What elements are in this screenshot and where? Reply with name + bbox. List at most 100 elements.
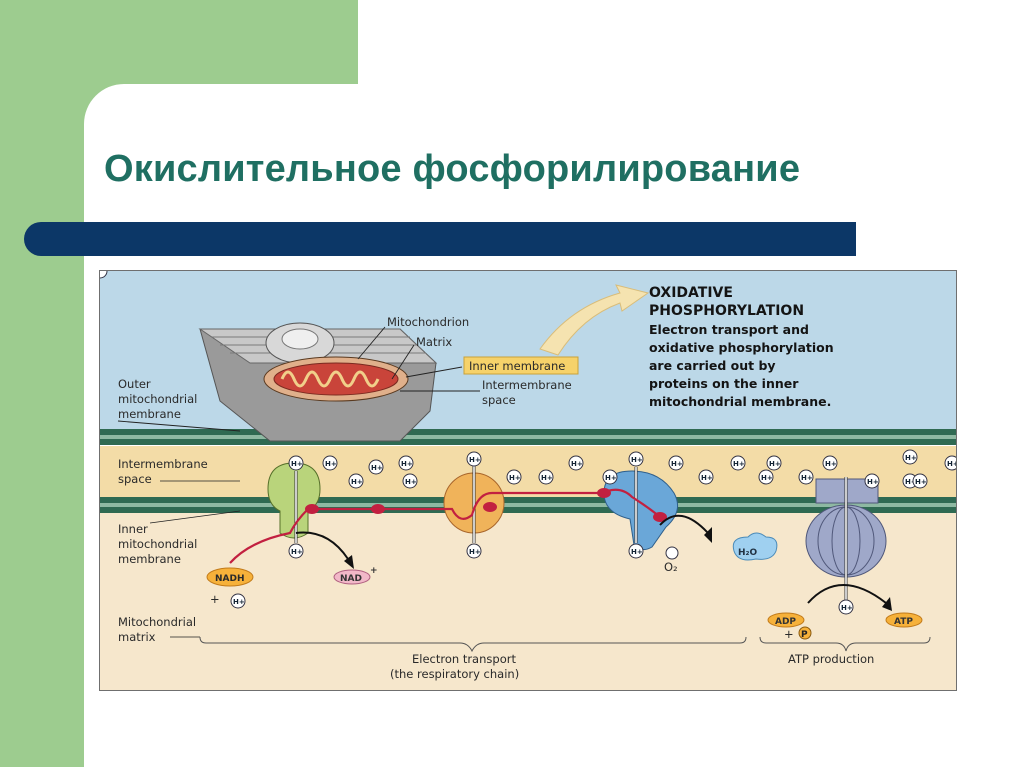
svg-text:NADH: NADH [215, 574, 245, 584]
svg-text:+: + [370, 566, 378, 576]
svg-text:H+: H+ [401, 460, 413, 468]
nad-badge: NAD + [333, 566, 378, 585]
proton-ion: H+ [944, 455, 957, 471]
proton-ion: H+ [368, 459, 384, 475]
label-outer-line3: membrane [118, 407, 181, 421]
water-badge: H₂O [732, 532, 778, 561]
label-ims-line2: space [118, 472, 152, 486]
svg-text:H+: H+ [469, 548, 481, 556]
proton-ion: H+ [466, 543, 482, 559]
callout-intermembrane-line2: space [482, 393, 516, 407]
electron-path [229, 488, 661, 564]
svg-text:H+: H+ [841, 604, 853, 612]
atp-synthase [805, 477, 887, 601]
electron-transport-line2: (the respiratory chain) [390, 667, 519, 681]
svg-text:H+: H+ [733, 460, 745, 468]
svg-text:H+: H+ [605, 474, 617, 482]
proton-ion: H+ [466, 451, 482, 467]
proton-ions [100, 271, 108, 279]
plus-sign-nadh: + [210, 592, 220, 606]
svg-text:P: P [801, 630, 808, 640]
label-inner-line2: mitochondrial [118, 537, 197, 551]
callout-inner-membrane: Inner membrane [469, 359, 565, 373]
electron-transport-brace [199, 636, 747, 653]
callout-matrix: Matrix [416, 335, 452, 349]
label-inner-line1: Inner [118, 522, 148, 536]
proton-ion: H+ [398, 455, 414, 471]
oxygen-arrow [659, 514, 709, 534]
svg-text:ATP: ATP [894, 617, 913, 627]
svg-text:H+: H+ [351, 478, 363, 486]
callout-mitochondrion: Mitochondrion [387, 315, 469, 329]
svg-text:H+: H+ [405, 478, 417, 486]
inner-membrane-highlight [463, 356, 579, 375]
label-ims-line1: Intermembrane [118, 457, 208, 471]
svg-text:H+: H+ [325, 460, 337, 468]
oxidative-phosphorylation-diagram: Mitochondrion Matrix Inner membrane Inte… [99, 270, 957, 691]
svg-text:H+: H+ [905, 478, 917, 486]
proton-ion: H+ [628, 451, 644, 467]
outer-membrane [100, 429, 956, 445]
svg-text:H+: H+ [701, 474, 713, 482]
proton-ion: H+ [602, 469, 618, 485]
pointer-arrow [539, 284, 650, 356]
proton-ion: H+ [864, 473, 880, 489]
description-line4: proteins on the inner [649, 376, 799, 391]
svg-text:H+: H+ [291, 548, 303, 556]
intermembrane-region [100, 446, 956, 498]
proton-ion: H+ [758, 469, 774, 485]
proton-ion: H+ [838, 599, 854, 615]
proton-ion: H+ [538, 469, 554, 485]
svg-text:H+: H+ [631, 456, 643, 464]
proton-ion: H+ [628, 543, 644, 559]
svg-text:ADP: ADP [775, 617, 796, 627]
svg-text:H+: H+ [769, 460, 781, 468]
label-outer-line2: mitochondrial [118, 392, 197, 406]
svg-text:H₂O: H₂O [738, 548, 757, 558]
label-matrix-line1: Mitochondrial [118, 615, 196, 629]
atp-production-label: ATP production [788, 652, 874, 666]
svg-text:H+: H+ [291, 460, 303, 468]
proton-ion: H+ [766, 455, 782, 471]
svg-text:H+: H+ [947, 460, 957, 468]
svg-text:H+: H+ [761, 474, 773, 482]
heading-line2: PHOSPHORYLATION [649, 303, 804, 319]
proton-ion: H+ [230, 593, 246, 609]
oxygen-molecule [665, 546, 679, 560]
proton-ion: H+ [322, 455, 338, 471]
svg-text:H+: H+ [571, 460, 583, 468]
svg-text:NAD: NAD [340, 574, 362, 584]
proton-ion: H+ [698, 469, 714, 485]
proton-ion: H+ [288, 543, 304, 559]
callout-intermembrane-line1: Intermembrane [482, 378, 572, 392]
svg-text:H+: H+ [631, 548, 643, 556]
nadh-badge: NADH [206, 567, 254, 587]
svg-text:H+: H+ [469, 456, 481, 464]
description-line3: are carried out by [649, 358, 776, 373]
atp-production-brace [759, 636, 931, 652]
description-line5: mitochondrial membrane. [649, 394, 831, 409]
top-green-band [84, 0, 358, 84]
proton-ion: H+ [506, 469, 522, 485]
electron-transport-line1: Electron transport [412, 652, 516, 666]
content-panel-corner [84, 84, 164, 164]
title-underline-bar [24, 222, 856, 256]
heading-line1: OXIDATIVE [649, 285, 733, 301]
proton-ion: H+ [348, 473, 364, 489]
label-outer-line1: Outer [118, 377, 151, 391]
svg-text:H+: H+ [867, 478, 879, 486]
svg-text:H+: H+ [905, 454, 917, 462]
inner-membrane [100, 497, 956, 513]
svg-text:H+: H+ [671, 460, 683, 468]
svg-text:H+: H+ [915, 478, 927, 486]
proton-ion: H+ [668, 455, 684, 471]
phosphate-badge: P [798, 626, 812, 640]
svg-text:H+: H+ [801, 474, 813, 482]
adp-to-atp-arrow [807, 584, 887, 604]
oxygen-label: O₂ [664, 560, 678, 574]
proton-ion: H+ [798, 469, 814, 485]
description-line1: Electron transport and [649, 322, 809, 337]
proton-ion: H+ [912, 473, 928, 489]
proton-ion: H+ [402, 473, 418, 489]
proton-ion: H+ [568, 455, 584, 471]
